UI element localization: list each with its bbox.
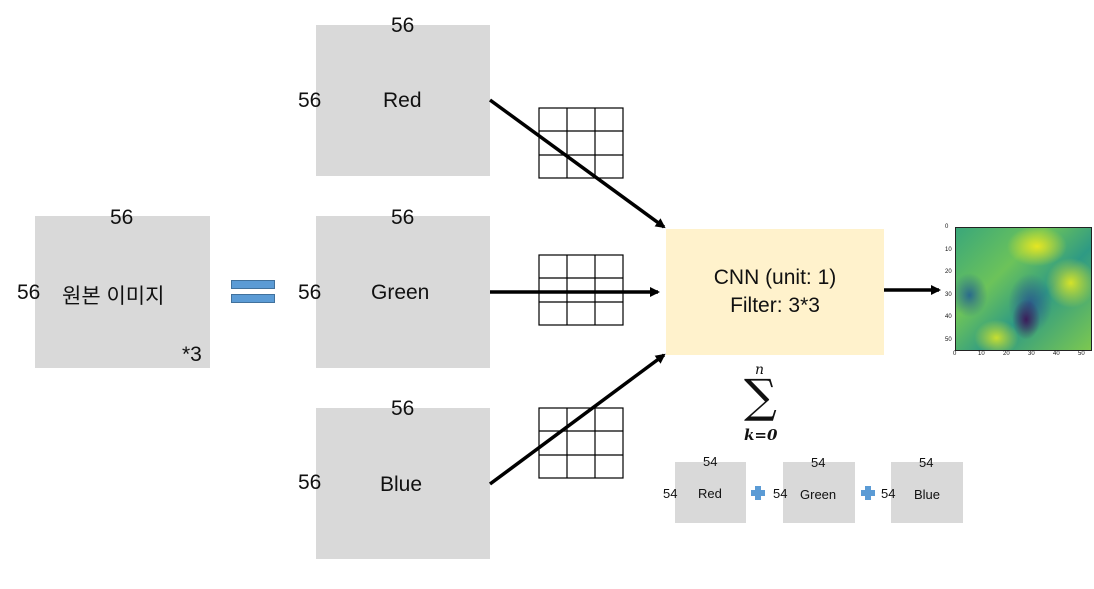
original-width-label: 56 (110, 206, 134, 229)
y-tick-label: 40 (945, 314, 952, 321)
output-red-height: 54 (663, 486, 678, 501)
cnn-filter-label: Filter: 3*3 (730, 294, 820, 317)
output-green-height: 54 (773, 486, 788, 501)
red-width-label: 56 (391, 14, 415, 37)
y-tick-label: 20 (945, 269, 952, 276)
sum-lower-limit: k=0 (744, 426, 778, 444)
x-tick-label: 50 (1078, 351, 1085, 357)
original-height-label: 56 (17, 281, 41, 304)
cnn-title: CNN (unit: 1) (713, 266, 837, 289)
arrow-blue-to-cnn (488, 353, 666, 486)
y-tick-label: 30 (945, 291, 952, 298)
blue-channel-label: Blue (380, 473, 423, 496)
blue-channel-box (316, 408, 490, 559)
x-tick-label: 30 (1028, 351, 1035, 357)
output-blue-box (891, 462, 963, 523)
green-channel-box (316, 216, 490, 368)
red-height-label: 56 (298, 89, 322, 112)
output-green-box (783, 462, 855, 523)
filter-grid-green (538, 254, 624, 326)
output-feature-map (955, 227, 1092, 351)
sum-symbol: ∑ (744, 369, 777, 423)
plus-icon (861, 486, 875, 500)
x-tick-label: 0 (953, 351, 957, 357)
output-green-width: 54 (811, 455, 826, 470)
output-green-label: Green (800, 487, 837, 502)
y-tick-label: 10 (945, 246, 952, 253)
plus-icon (751, 486, 765, 500)
red-channel-label: Red (383, 89, 422, 112)
red-channel-box (316, 25, 490, 176)
output-red-width: 54 (703, 454, 718, 469)
sum-upper-limit: n (755, 362, 765, 378)
blue-height-label: 56 (298, 471, 322, 494)
arrow-red-to-cnn (488, 98, 666, 229)
output-blue-width: 54 (919, 455, 934, 470)
original-image-label: 원본 이미지 (62, 285, 165, 308)
blue-width-label: 56 (391, 397, 415, 420)
green-height-label: 56 (298, 281, 322, 304)
y-tick-label: 0 (945, 224, 949, 230)
x-tick-label: 20 (1003, 351, 1010, 357)
equals-sign (231, 280, 275, 304)
green-width-label: 56 (391, 206, 415, 229)
filter-grid-blue (538, 407, 624, 479)
output-blue-label: Blue (914, 487, 941, 502)
filter-grid-red (538, 107, 624, 179)
cnn-box: CNN (unit: 1) Filter: 3*3 (666, 229, 884, 355)
green-channel-label: Green (371, 281, 430, 304)
x-tick-label: 10 (978, 351, 985, 357)
x-tick-label: 40 (1053, 351, 1060, 357)
output-red-label: Red (698, 486, 722, 501)
output-red-box (675, 462, 746, 523)
original-multiplier-label: *3 (182, 343, 202, 366)
y-tick-label: 50 (945, 336, 952, 343)
output-blue-height: 54 (881, 486, 896, 501)
original-image-box (35, 216, 210, 368)
